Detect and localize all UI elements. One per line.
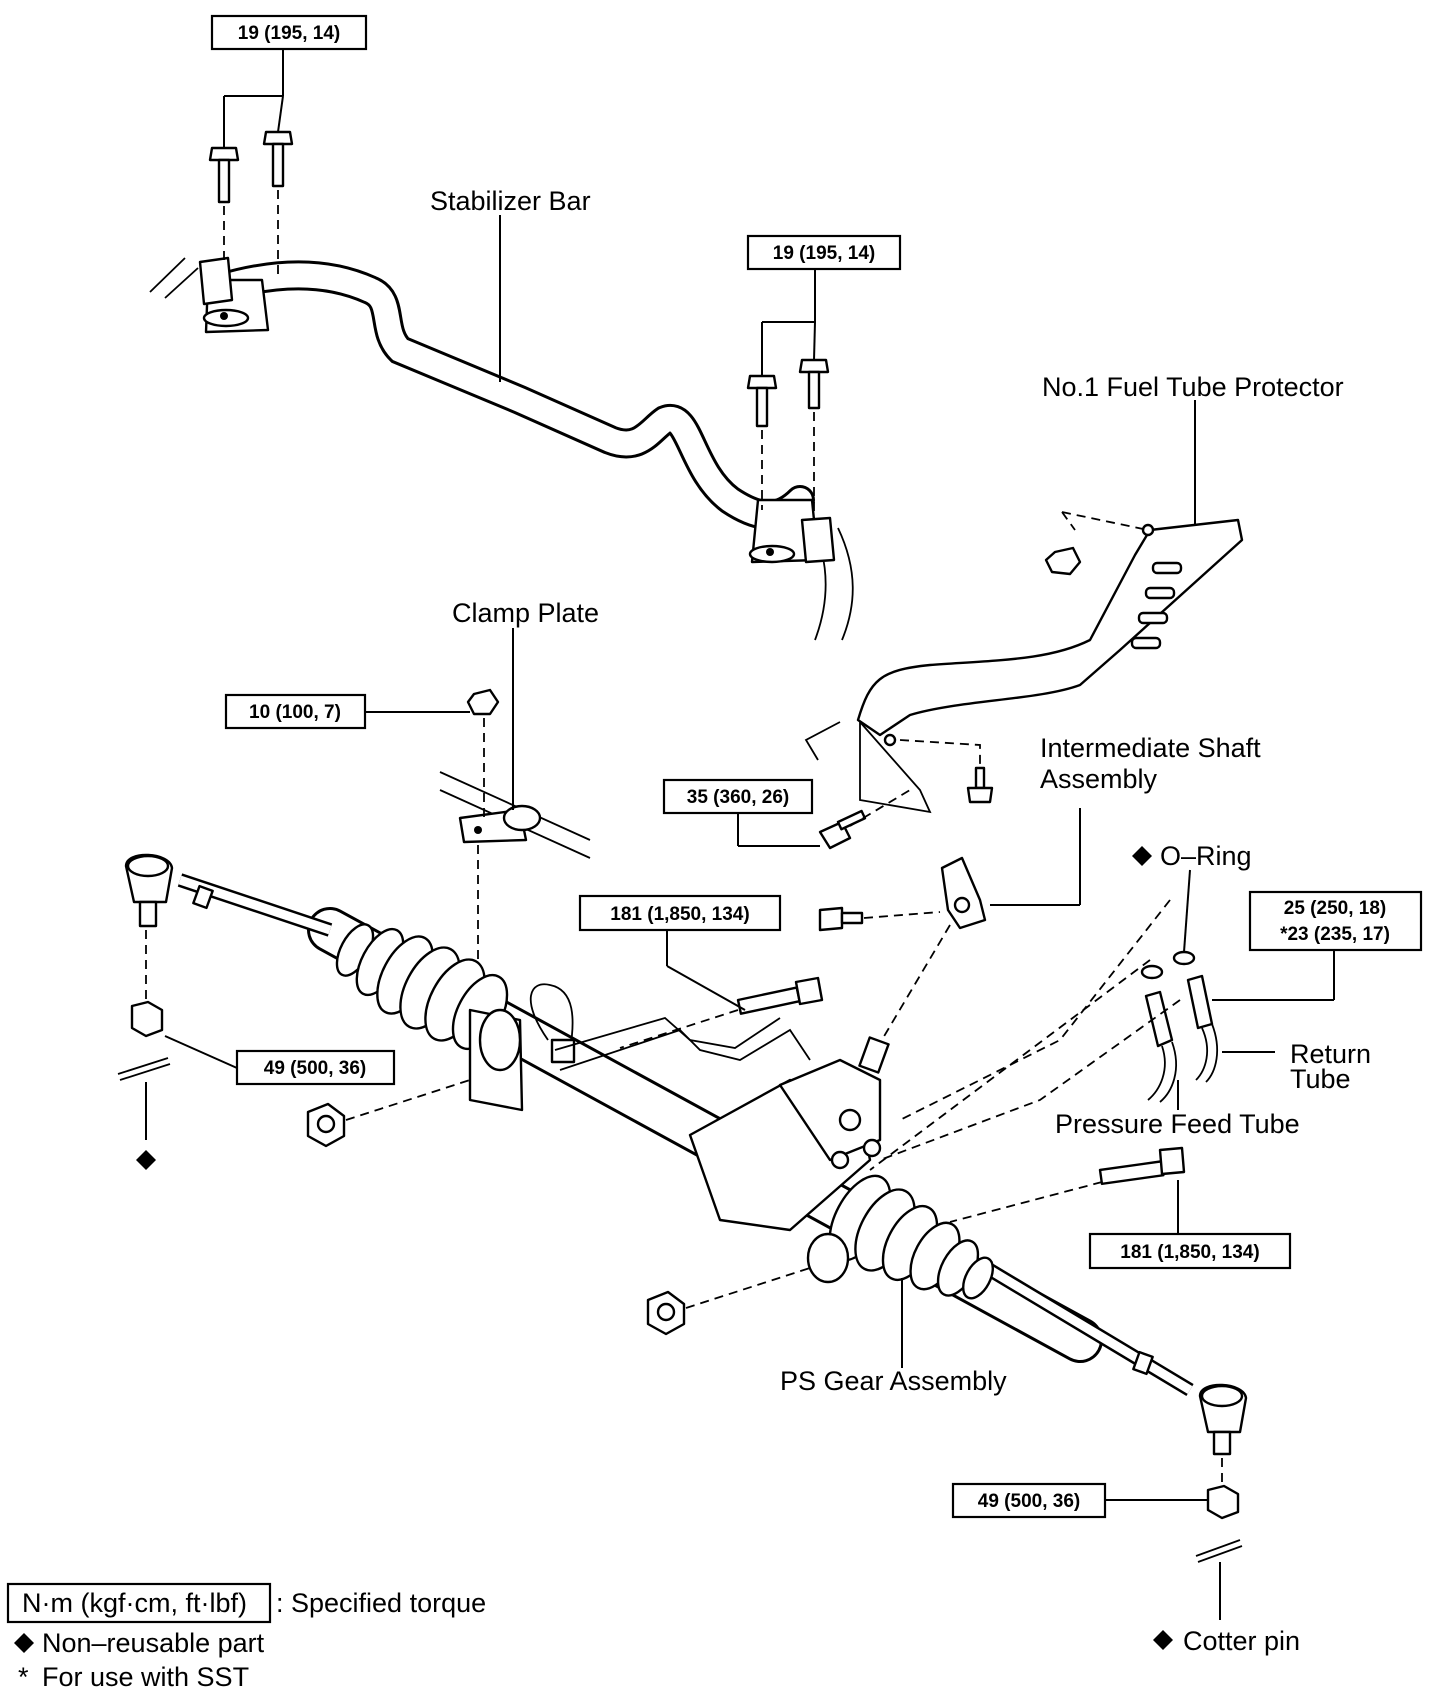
diamond-mark-oring	[1132, 846, 1152, 866]
part-labels: Stabilizer Bar No.1 Fuel Tube Protector …	[430, 186, 1371, 1656]
fuel-tube-protector-drawing	[804, 511, 1244, 814]
legend-non-reusable: Non–reusable part	[42, 1628, 265, 1658]
diamond-mark-cotter	[1153, 1630, 1173, 1650]
ps-gear-assembly-drawing	[124, 853, 1248, 1456]
legend-unit-text: N·m (kgf·cm, ft·lbf)	[22, 1588, 247, 1618]
torque-gear-bolt-right: 181 (1,850, 134)	[1120, 1242, 1259, 1263]
legend: N·m (kgf·cm, ft·lbf) : Specified torque …	[6, 1582, 486, 1692]
label-intermediate-shaft-2: Assembly	[1040, 764, 1158, 794]
torque-box-tie-rod-left	[235, 1049, 396, 1086]
label-intermediate-shaft-1: Intermediate Shaft	[1040, 733, 1261, 763]
torque-tie-rod-right: 49 (500, 36)	[978, 1491, 1080, 1512]
leader-lines	[164, 50, 1335, 1501]
torque-box-gear-bolt-right	[1088, 1232, 1292, 1270]
torque-box-protector-bolt	[662, 778, 814, 815]
diamond-mark-legend	[14, 1633, 34, 1653]
label-cotter-pin: Cotter pin	[1183, 1626, 1300, 1656]
torque-tube-union-1: 25 (250, 18)	[1284, 898, 1386, 919]
label-clamp-plate: Clamp Plate	[452, 598, 599, 628]
torque-tube-union-2: *23 (235, 17)	[1280, 924, 1390, 945]
tie-rod-hardware	[117, 930, 1243, 1620]
label-return-tube-1: Return	[1290, 1039, 1371, 1069]
tube-fittings	[869, 899, 1219, 1171]
torque-box-clamp-nut	[224, 693, 367, 730]
stabilizer-bolts-right	[746, 358, 830, 520]
diamond-mark-left-cotter	[136, 1150, 156, 1170]
torque-box-stab-right	[746, 234, 902, 271]
label-stabilizer-bar: Stabilizer Bar	[430, 186, 591, 216]
torque-box-gear-bolt-left	[578, 894, 782, 932]
protector-bolt	[818, 789, 911, 850]
torque-stab-right: 19 (195, 14)	[773, 243, 875, 264]
legend-sst-mark: *	[18, 1662, 29, 1692]
stabilizer-bolts-left	[208, 130, 294, 278]
gear-bolts	[619, 976, 1186, 1223]
label-o-ring: O–Ring	[1160, 841, 1252, 871]
mount-nuts	[306, 1079, 811, 1336]
torque-boxes: 19 (195, 14) 19 (195, 14) 10 (100, 7) 35…	[210, 14, 1423, 1519]
torque-gear-bolt-left: 181 (1,850, 134)	[610, 904, 749, 925]
non-reusable-marks	[14, 846, 1173, 1653]
label-fuel-tube-protector: No.1 Fuel Tube Protector	[1042, 372, 1344, 402]
legend-sst-desc: For use with SST	[42, 1662, 249, 1692]
torque-protector-bolt: 35 (360, 26)	[687, 787, 789, 808]
label-ps-gear-assembly: PS Gear Assembly	[780, 1366, 1007, 1396]
torque-box-stab-left	[210, 14, 368, 51]
torque-box-tie-rod-right	[951, 1482, 1107, 1519]
clamp-plate-drawing	[439, 688, 591, 965]
torque-tie-rod-left: 49 (500, 36)	[264, 1058, 366, 1079]
torque-box-tube-union	[1248, 890, 1423, 952]
intermediate-shaft-drawing	[818, 856, 987, 1061]
legend-unit-box	[6, 1582, 272, 1624]
torque-stab-left: 19 (195, 14)	[238, 23, 340, 44]
label-pressure-feed-tube: Pressure Feed Tube	[1055, 1109, 1300, 1139]
torque-clamp-nut: 10 (100, 7)	[249, 702, 341, 723]
legend-unit-desc: : Specified torque	[276, 1588, 486, 1618]
stabilizer-bar-drawing	[149, 256, 854, 641]
label-return-tube-2: Tube	[1290, 1064, 1351, 1094]
